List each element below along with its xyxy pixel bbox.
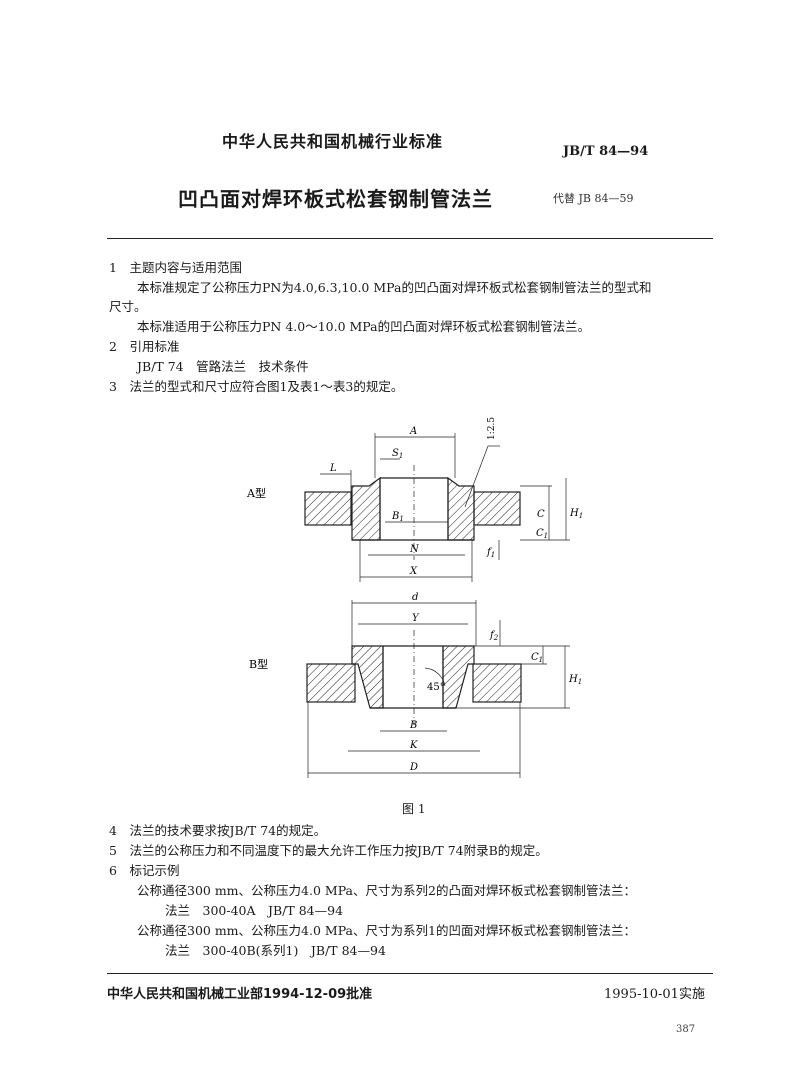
section-1-para-1-line-2: 尺寸。 [109, 299, 147, 314]
example-1-description: 公称通径300 mm、公称压力4.0 MPa、尺寸为系列2的凸面对焊环板式松套钢… [137, 883, 636, 898]
footer-rule [107, 973, 713, 974]
angle-45: 45° [427, 682, 445, 693]
dim-h1: H1 [569, 508, 583, 520]
issuing-organization: 中华人民共和国机械行业标准 [222, 132, 444, 151]
section-1-para-2: 本标准适用于公称压力PN 4.0～10.0 MPa的凹凸面对焊环板式松套钢制管法… [137, 319, 591, 334]
document-title: 凹凸面对焊环板式松套钢制管法兰 [178, 187, 493, 211]
dim-b: B [409, 720, 417, 731]
dim-c: C [537, 509, 545, 520]
type-a-dimensions [320, 433, 570, 582]
header-rule [107, 238, 713, 239]
dim-f2: f2 [489, 630, 499, 642]
dim-a: A [409, 426, 417, 437]
standard-number: JB/T 84—94 [563, 144, 649, 159]
dim-y: Y [412, 613, 420, 624]
dim-f1: f1 [486, 547, 495, 559]
section-6-heading: 6 标记示例 [109, 863, 180, 878]
type-a-label: A型 [246, 486, 266, 500]
figure-caption: 图 1 [402, 802, 426, 816]
dim-d: d [412, 592, 418, 603]
dim-b-c1: C1 [531, 652, 543, 664]
section-1-para-1-line-1: 本标准规定了公称压力PN为4.0,6.3,10.0 MPa的凹凸面对焊环板式松套… [137, 280, 652, 295]
section-5: 5 法兰的公称压力和不同温度下的最大允许工作压力按JB/T 74附录B的规定。 [109, 843, 548, 858]
figure-1-drawing: A型 A S [246, 417, 583, 778]
type-b-label: B型 [249, 657, 268, 671]
type-a-flange [304, 465, 521, 560]
dim-big-d: D [409, 762, 418, 773]
section-4: 4 法兰的技术要求按JB/T 74的规定。 [109, 823, 327, 838]
approval-note: 中华人民共和国机械工业部1994-12-09批准 [107, 987, 373, 1002]
replaces-note: 代替 JB 84—59 [553, 192, 634, 205]
section-1-heading: 1 主题内容与适用范围 [109, 260, 242, 275]
implementation-date: 1995-10-01实施 [604, 987, 705, 1002]
section-3-heading: 3 法兰的型式和尺寸应符合图1及表1～表3的规定。 [109, 379, 404, 394]
taper-ratio: 1:2.5 [487, 417, 497, 440]
example-2-description: 公称通径300 mm、公称压力4.0 MPa、尺寸为系列1的凹面对焊环板式松套钢… [137, 923, 636, 938]
dim-b-h1: H1 [568, 674, 582, 686]
dim-l: L [329, 463, 337, 474]
dim-b1: B1 [391, 511, 404, 523]
dim-n: N [409, 544, 420, 555]
page-number: 387 [676, 1024, 696, 1035]
example-2-marking: 法兰 300-40B(系列1) JB/T 84—94 [165, 943, 386, 958]
example-1-marking: 法兰 300-40A JB/T 84—94 [165, 903, 344, 918]
section-2-heading: 2 引用标准 [109, 339, 180, 354]
type-b-dimensions [307, 600, 570, 778]
type-b-flange [306, 630, 522, 725]
dim-c1: C1 [536, 528, 548, 540]
dim-x: X [409, 566, 418, 577]
section-2-reference: JB/T 74 管路法兰 技术条件 [137, 359, 309, 374]
dim-k: K [409, 740, 418, 751]
dim-s1: S1 [392, 448, 403, 460]
